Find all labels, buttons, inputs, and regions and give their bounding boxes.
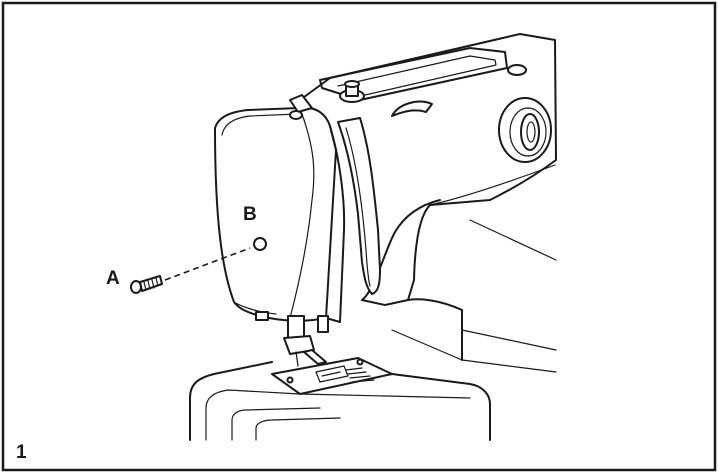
needle-plate-screw-left <box>286 376 294 384</box>
face-plate-ridge <box>289 113 315 319</box>
machine-column <box>407 298 463 361</box>
arm-contour <box>429 164 556 206</box>
hand-wheel <box>498 97 552 163</box>
needle-assembly <box>255 311 329 367</box>
machine-base-arm <box>189 361 273 441</box>
machine-upper-arm <box>299 33 557 306</box>
feed-dogs <box>315 365 375 383</box>
face-plate-lower <box>233 301 277 315</box>
top-screw <box>289 110 303 120</box>
screw-a <box>130 275 163 294</box>
machine-column-rear <box>469 219 557 261</box>
needle-plate-screw-right <box>356 358 364 366</box>
needle-plate <box>271 357 393 395</box>
machine-base-right <box>391 373 491 441</box>
label-a: A <box>106 268 120 289</box>
screw-hole-b <box>253 237 267 251</box>
label-b: B <box>243 204 257 225</box>
machine-base-front <box>205 389 301 441</box>
face-plate-inner-edge <box>221 113 299 136</box>
face-plate-side <box>325 125 346 323</box>
spool-pin-top <box>344 80 360 88</box>
thread-guide-slot <box>337 55 497 96</box>
take-up-lever <box>337 117 381 295</box>
bed-back-edge <box>391 329 557 373</box>
presser-lifter <box>289 94 313 113</box>
alignment-dashed-line <box>164 247 251 281</box>
face-plate <box>214 106 337 322</box>
take-up-lever-slot <box>345 127 371 287</box>
machine-column-rear-2 <box>461 329 557 351</box>
figure-number: 1 <box>16 442 27 463</box>
sewing-machine <box>189 33 557 441</box>
bobbin-winder-knob <box>507 64 527 76</box>
top-vent <box>391 100 433 117</box>
machine-base-seam <box>231 407 321 441</box>
machine-base-seam-2 <box>255 417 341 441</box>
machine-base-top-edge <box>299 393 471 399</box>
